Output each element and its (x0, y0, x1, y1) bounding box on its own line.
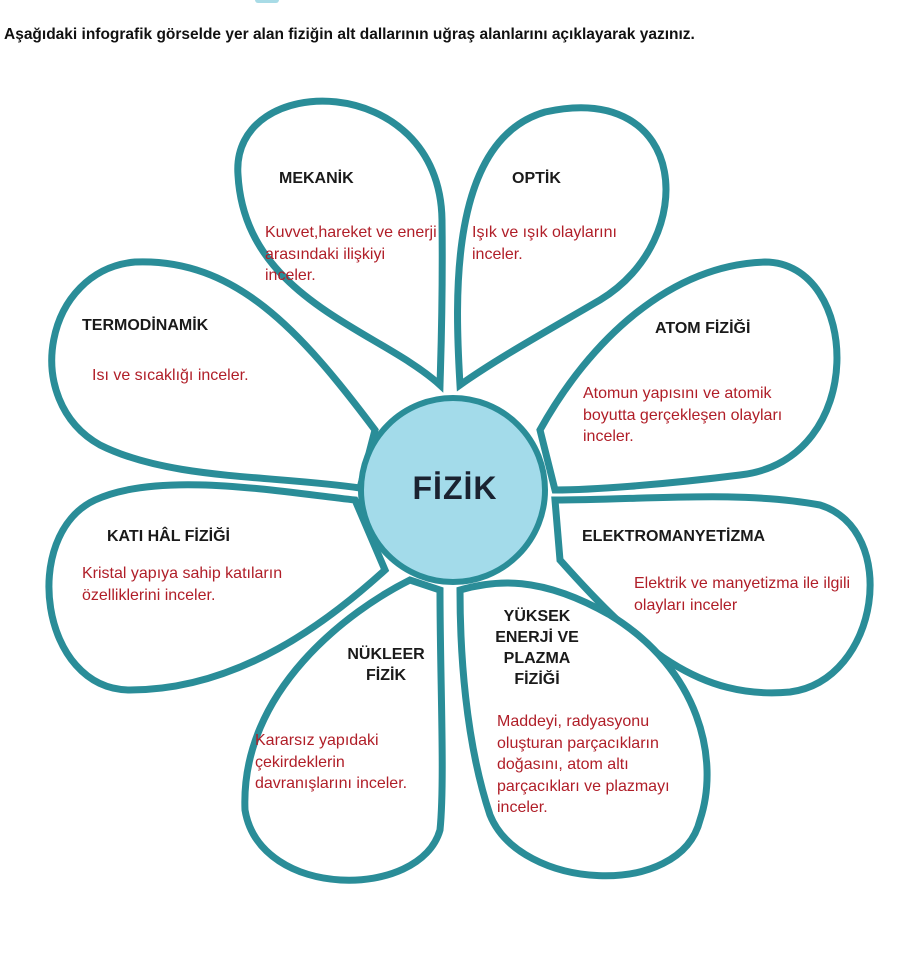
question-text: Aşağıdaki infografik görselde yer alan f… (4, 26, 695, 43)
petal-yuksek-enerji-shape (456, 579, 711, 880)
petal-termodinamik-title: TERMODİNAMİK (82, 317, 209, 334)
petal-kati-hal-fizigi-shape (45, 481, 390, 694)
petal-optik-shape (454, 104, 670, 392)
petal-yuksek-enerji-title: YÜKSEK ENERJİ VE PLAZMA FİZİĞİ (495, 608, 579, 688)
petal-mekanik-shape (234, 97, 446, 393)
center-label: FİZİK (412, 470, 498, 506)
petal-mekanik-title: MEKANİK (279, 170, 354, 187)
petal-termodinamik-description: Isı ve sıcaklığı inceler. (92, 367, 249, 384)
petal-atom-fizigi-description: Atomun yapısını ve atomik boyutta gerçek… (583, 385, 783, 445)
petal-optik-description: Işık ve ışık olaylarını inceler. (472, 224, 617, 263)
petal-nukleer-fizik-description: Kararsız yapıdaki çekirdeklerin davranış… (255, 732, 408, 792)
petal-optik-title: OPTİK (512, 170, 561, 187)
petal-atom-fizigi-shape (536, 258, 841, 494)
petal-kati-hal-fizigi-description: Kristal yapıya sahip katıların özellikle… (82, 565, 283, 604)
petal-yuksek-enerji-description: Maddeyi, radyasyonu oluşturan parçacıkla… (497, 713, 670, 816)
top-accent-decoration (255, 0, 279, 3)
petal-atom-fizigi-title: ATOM FİZİĞİ (655, 320, 751, 337)
center-circle (358, 395, 548, 585)
petal-termodinamik-shape (48, 258, 379, 492)
petal-nukleer-fizik-shape (241, 576, 446, 884)
petal-mekanik-description: Kuvvet,hareket ve enerji arasındaki iliş… (265, 224, 437, 284)
petal-elektromanyetizma-description: Elektrik ve manyetizma ile ilgili olayla… (634, 575, 851, 614)
petal-nukleer-fizik-title: NÜKLEER FİZİK (347, 646, 425, 684)
petal-elektromanyetizma-title: ELEKTROMANYETİZMA (582, 528, 766, 545)
petal-kati-hal-fizigi-title: KATI HÂL FİZİĞİ (107, 528, 230, 545)
